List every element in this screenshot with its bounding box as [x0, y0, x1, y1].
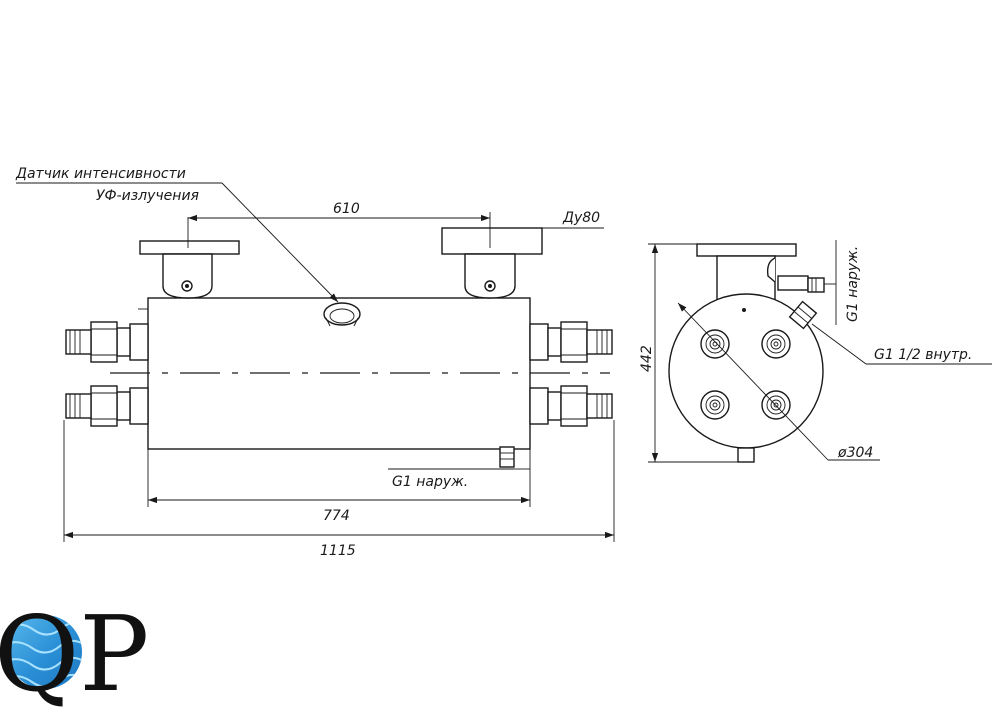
logo-text: QP — [0, 593, 149, 715]
sensor-label-line1: Датчик интенсивности — [15, 166, 186, 182]
dimension-774 — [147, 449, 531, 507]
electrode-fittings-left — [65, 321, 149, 427]
outlet-flange-right — [441, 227, 543, 299]
side-pipe-leader — [824, 240, 837, 325]
dimension-610-label: 610 — [333, 201, 360, 217]
diameter-label: ø304 — [837, 445, 873, 461]
uv-sensor-port — [323, 302, 361, 327]
front-view — [16, 182, 615, 542]
inner-thread-leader — [811, 323, 992, 365]
side-flange — [696, 243, 797, 301]
dimension-774-label: 774 — [323, 508, 350, 524]
inlet-flange-left — [139, 240, 240, 299]
dimension-1115 — [63, 420, 615, 542]
side-pipe-label: G1 наруж. — [845, 246, 861, 322]
water-texture — [8, 615, 82, 689]
side-view — [648, 240, 992, 463]
drain-fitting — [499, 446, 515, 468]
lamp-ports — [700, 329, 791, 420]
side-pipe — [766, 257, 825, 293]
electrode-fittings-right — [529, 321, 613, 427]
dimension-442 — [648, 243, 738, 463]
flange-label: Ду80 — [562, 210, 600, 226]
drain-label: G1 наруж. — [392, 474, 468, 490]
sensor-leader — [16, 182, 339, 303]
dimension-442-label: 442 — [639, 345, 655, 372]
qp-logo: QP — [0, 593, 149, 715]
angled-fitting — [788, 300, 818, 330]
sensor-label-line2: УФ-излучения — [96, 188, 199, 204]
dimension-1115-label: 1115 — [320, 543, 356, 559]
diameter-leader — [677, 302, 880, 461]
inner-thread-label: G1 1/2 внутр. — [874, 347, 972, 363]
dimension-610 — [187, 212, 491, 248]
